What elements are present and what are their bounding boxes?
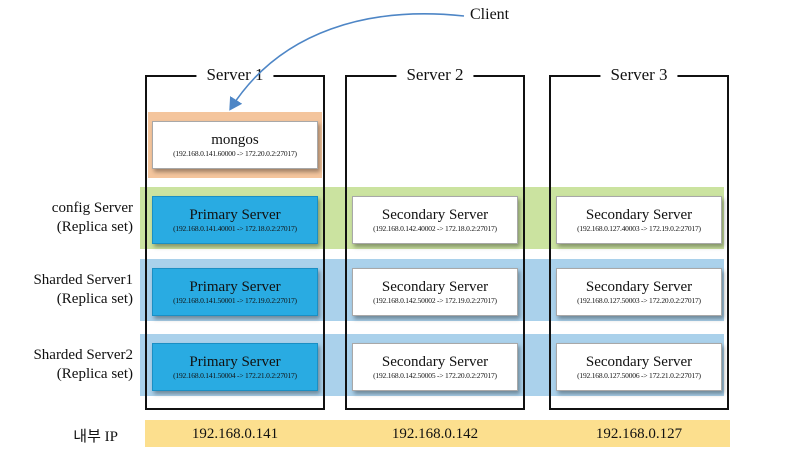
row-label-line1: Sharded Server1 [33,272,133,288]
shard2-secondary-node-s2: Secondary Server (192.168.0.142.50005 ->… [352,343,518,391]
config-primary-node: Primary Server (192.168.0.141.40001 -> 1… [152,196,318,244]
row-label-shard1: Sharded Server1 (Replica set) [0,271,133,309]
server-2-internal-ip: 192.168.0.142 [391,426,479,442]
node-mapping: (192.168.0.142.40002 -> 172.18.0.2:27017… [373,224,497,233]
node-role: Secondary Server [585,354,693,370]
node-mapping: (192.168.0.142.50005 -> 172.20.0.2:27017… [373,371,497,380]
node-role: Primary Server [189,207,281,223]
config-secondary-node-s3: Secondary Server (192.168.0.127.40003 ->… [556,196,722,244]
node-role: Secondary Server [585,207,693,223]
server-1-title: Server 1 [196,65,274,85]
row-label-line2: (Replica set) [56,291,133,307]
node-mapping: (192.168.0.141.50001 -> 172.19.0.2:27017… [173,296,297,305]
mongos-title: mongos [211,132,259,148]
shard1-primary-node: Primary Server (192.168.0.141.50001 -> 1… [152,268,318,316]
server-3-title: Server 3 [600,65,678,85]
node-mapping: (192.168.0.127.40003 -> 172.19.0.2:27017… [577,224,701,233]
shard1-secondary-node-s3: Secondary Server (192.168.0.127.50003 ->… [556,268,722,316]
row-label-line2: (Replica set) [56,366,133,382]
config-secondary-node-s2: Secondary Server (192.168.0.142.40002 ->… [352,196,518,244]
client-label: Client [470,6,510,23]
row-label-line1: Sharded Server2 [33,347,133,363]
node-role: Primary Server [189,279,281,295]
internal-ip-label: 내부 IP [73,429,118,445]
server-1-internal-ip: 192.168.0.141 [191,426,279,442]
node-role: Secondary Server [381,279,489,295]
internal-ip-bar [145,420,730,447]
row-label-config: config Server (Replica set) [0,199,133,237]
node-mapping: (192.168.0.141.40001 -> 172.18.0.2:27017… [173,224,297,233]
row-label-line1: config Server [51,200,133,216]
server-2-title: Server 2 [396,65,474,85]
server-3-internal-ip: 192.168.0.127 [595,426,683,442]
node-role: Secondary Server [585,279,693,295]
node-role: Secondary Server [381,207,489,223]
mongos-mapping: (192.168.0.141.60000 -> 172.20.0.2:27017… [173,149,297,158]
shard1-secondary-node-s2: Secondary Server (192.168.0.142.50002 ->… [352,268,518,316]
node-role: Primary Server [189,354,281,370]
node-role: Secondary Server [381,354,489,370]
row-label-line2: (Replica set) [56,219,133,235]
server-box-3: Server 3 [549,65,729,410]
node-mapping: (192.168.0.141.50004 -> 172.21.0.2:27017… [173,371,297,380]
node-mapping: (192.168.0.127.50006 -> 172.21.0.2:27017… [577,371,701,380]
shard2-primary-node: Primary Server (192.168.0.141.50004 -> 1… [152,343,318,391]
node-mapping: (192.168.0.142.50002 -> 172.19.0.2:27017… [373,296,497,305]
row-label-shard2: Sharded Server2 (Replica set) [0,346,133,384]
mongos-node: mongos (192.168.0.141.60000 -> 172.20.0.… [152,121,318,169]
shard2-secondary-node-s3: Secondary Server (192.168.0.127.50006 ->… [556,343,722,391]
node-mapping: (192.168.0.127.50003 -> 172.20.0.2:27017… [577,296,701,305]
